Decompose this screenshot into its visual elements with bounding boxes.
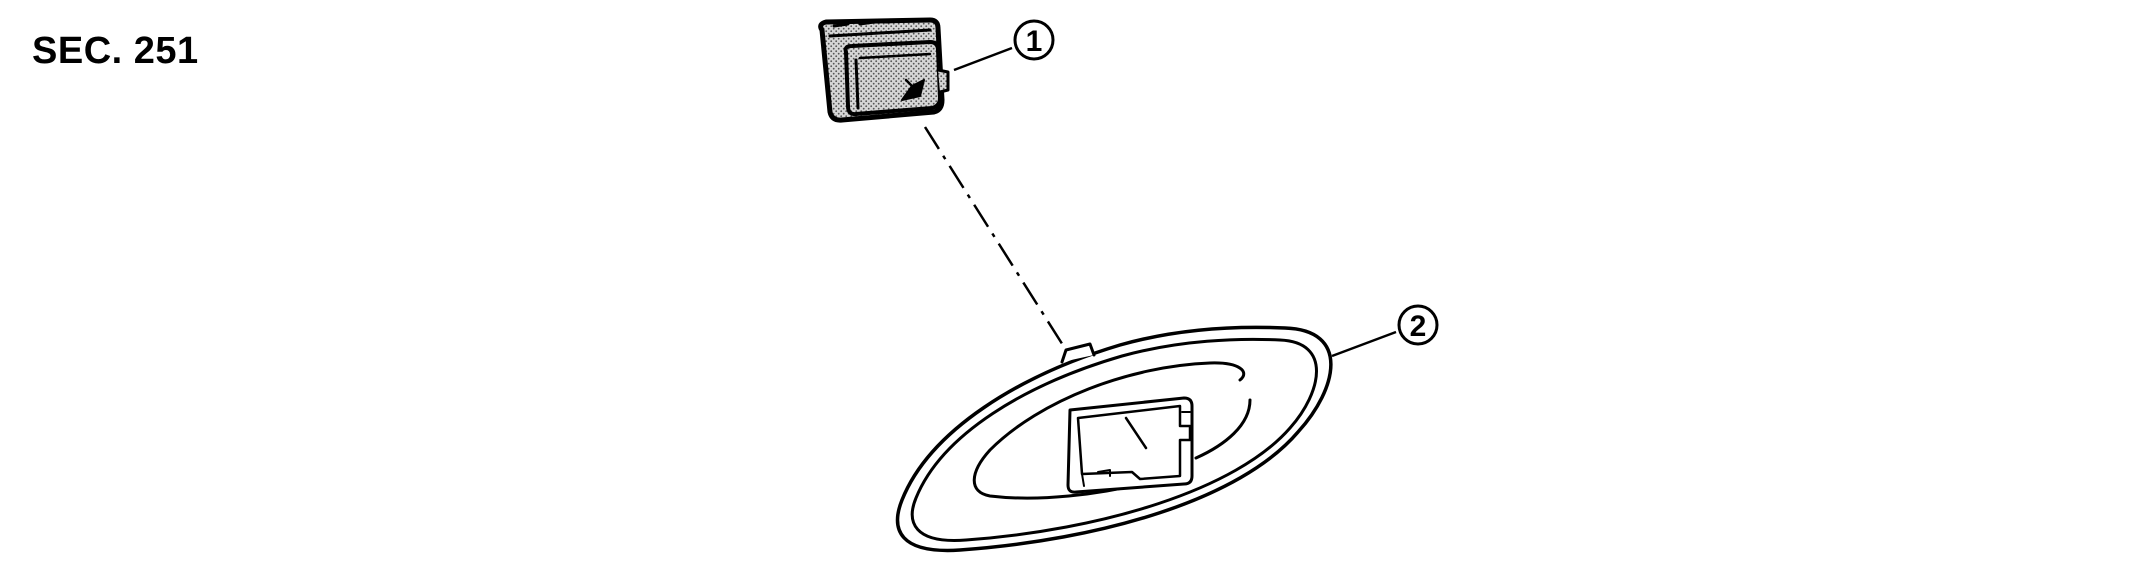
switch-part xyxy=(818,17,950,123)
callout-1-number: 1 xyxy=(1026,25,1043,58)
finisher-part xyxy=(895,325,1333,553)
assembly-line xyxy=(923,126,1068,351)
callout-2-number: 2 xyxy=(1410,310,1427,343)
section-label: SEC. 251 xyxy=(32,30,199,72)
callout-2: 2 xyxy=(1331,304,1439,358)
callout-1: 1 xyxy=(953,19,1055,72)
